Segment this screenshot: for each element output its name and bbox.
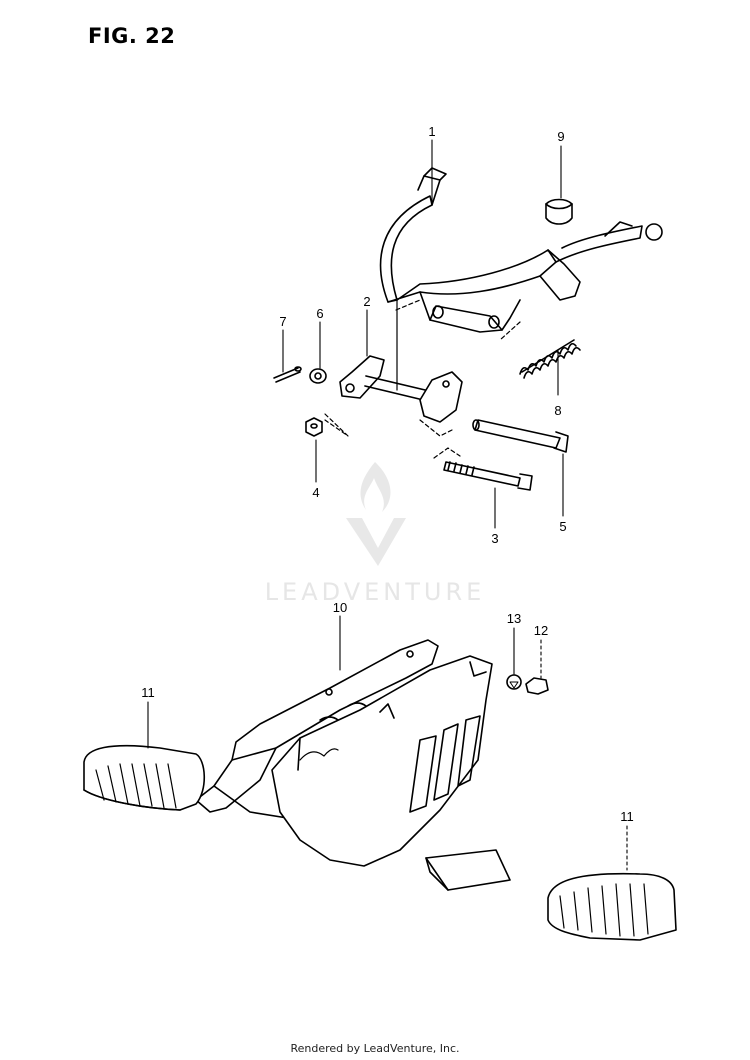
- rubber-cap-part: [545, 198, 573, 225]
- callout-6: 6: [316, 306, 323, 321]
- screw-part: [525, 677, 549, 695]
- washer-part: [309, 368, 327, 384]
- watermark-flame-icon: [360, 462, 391, 512]
- center-stand-part: [379, 167, 663, 333]
- callout-9: 9: [557, 129, 564, 144]
- side-cover-part: [271, 655, 493, 867]
- callout-8: 8: [554, 403, 561, 418]
- pivot-bolt-part: [472, 419, 569, 453]
- figure-title: FIG. 22: [88, 24, 176, 48]
- watermark-text: LEADVENTURE: [265, 578, 486, 606]
- callout-4: 4: [312, 485, 319, 500]
- footrest-rubber-left-part: [83, 744, 206, 811]
- footrest-rubber-right-part: [547, 872, 677, 941]
- watermark: LEADVENTURE: [265, 462, 486, 606]
- bolt-part: [443, 461, 533, 491]
- callout-1: 1: [428, 124, 435, 139]
- mount-plate-part: [425, 849, 511, 891]
- leader-lines-upper: [282, 139, 564, 529]
- callout-10: 10: [333, 600, 347, 615]
- watermark-v-logo-icon: [346, 518, 406, 566]
- callout-numbers: 1 2 3 4 5 6 7 8 9 10 11 11 12 13: [141, 124, 634, 824]
- spring-part: [519, 339, 581, 379]
- callout-11-left: 11: [141, 685, 155, 700]
- callout-7: 7: [279, 314, 286, 329]
- nut-part: [305, 417, 323, 437]
- footer-credit: Rendered by LeadVenture, Inc.: [290, 1042, 460, 1055]
- cotter-pin-part: [273, 366, 302, 383]
- small-washer-part: [506, 674, 522, 690]
- stand-shaft-part: [339, 355, 463, 423]
- callout-2: 2: [363, 294, 370, 309]
- callout-13: 13: [507, 611, 521, 626]
- callout-12: 12: [534, 623, 548, 638]
- callout-11-right: 11: [620, 809, 634, 824]
- callout-3: 3: [491, 531, 498, 546]
- leader-lines-lower: [147, 615, 628, 871]
- callout-5: 5: [559, 519, 566, 534]
- assembly-guide-lines: [324, 299, 521, 459]
